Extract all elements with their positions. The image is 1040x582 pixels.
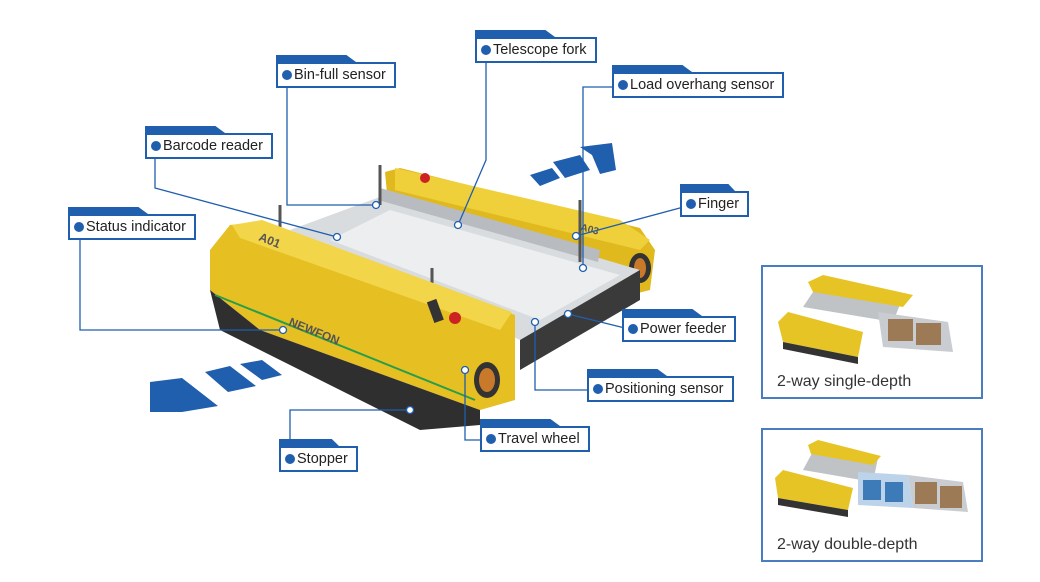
callout-positioning-sensor: Positioning sensor: [587, 369, 734, 402]
callout-label: Positioning sensor: [605, 381, 724, 397]
bullet-icon: [285, 454, 295, 464]
callout-telescope-fork: Telescope fork: [475, 30, 597, 63]
callout-bin-full-sensor: Bin-full sensor: [276, 55, 396, 88]
double-depth-illustration: [775, 440, 968, 517]
callout-label: Stopper: [297, 451, 348, 467]
bullet-icon: [151, 141, 161, 151]
callout-label: Travel wheel: [498, 431, 580, 447]
direction-arrows-front: [150, 360, 282, 412]
callout-barcode-reader: Barcode reader: [145, 126, 273, 159]
panel-caption: 2-way single-depth: [777, 373, 912, 390]
callout-status-indicator: Status indicator: [68, 207, 196, 240]
leader-lines: [79, 52, 692, 461]
callout-label: Finger: [698, 196, 740, 212]
bullet-icon: [486, 434, 496, 444]
bullet-icon: [618, 80, 628, 90]
callout-label: Telescope fork: [493, 42, 587, 58]
callout-power-feeder: Power feeder: [622, 309, 737, 342]
callout-load-overhang-sensor: Load overhang sensor: [612, 65, 785, 98]
callout-label: Status indicator: [86, 219, 186, 235]
callout-label: Barcode reader: [163, 138, 263, 154]
bullet-icon: [628, 324, 638, 334]
callout-label: Load overhang sensor: [630, 77, 775, 93]
panel-caption: 2-way double-depth: [777, 536, 918, 553]
bullet-icon: [481, 45, 491, 55]
callout-travel-wheel: Travel wheel: [480, 419, 590, 452]
callout-finger: Finger: [680, 184, 750, 217]
bullet-icon: [74, 222, 84, 232]
direction-arrows-back: [530, 143, 616, 186]
bullet-icon: [593, 384, 603, 394]
single-depth-illustration: [778, 275, 953, 364]
panel-double-depth: 2-way double-depth: [761, 428, 983, 562]
callout-label: Bin-full sensor: [294, 67, 386, 83]
anchor-points: [278, 200, 588, 415]
callout-label: Power feeder: [640, 321, 727, 337]
bullet-icon: [686, 199, 696, 209]
near-body: NEWFON A01: [210, 220, 515, 430]
bullet-icon: [282, 70, 292, 80]
panel-single-depth: 2-way single-depth: [761, 265, 983, 399]
callout-stopper: Stopper: [279, 439, 358, 472]
